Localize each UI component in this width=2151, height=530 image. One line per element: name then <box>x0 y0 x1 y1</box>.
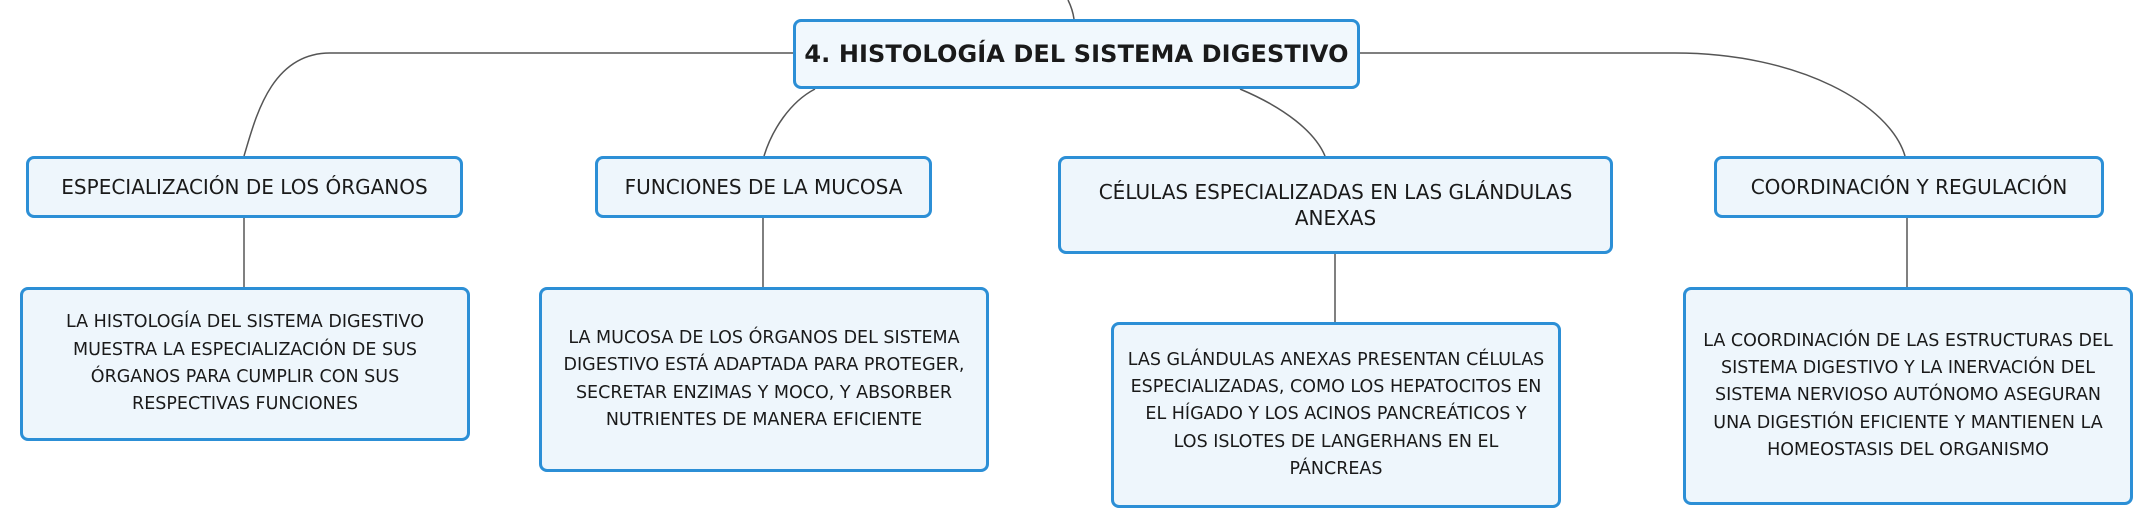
detail-node-especializacion[interactable]: LA HISTOLOGÍA DEL SISTEMA DIGESTIVO MUES… <box>20 287 470 441</box>
topic-label: ESPECIALIZACIÓN DE LOS ÓRGANOS <box>61 175 428 199</box>
connector-root-to-topic-1 <box>243 52 793 157</box>
central-topic-node[interactable]: 4. HISTOLOGÍA DEL SISTEMA DIGESTIVO <box>793 19 1360 89</box>
detail-node-funciones-mucosa[interactable]: LA MUCOSA DE LOS ÓRGANOS DEL SISTEMA DIG… <box>539 287 989 472</box>
connector-parent-to-root <box>1067 0 1075 20</box>
connector-root-to-topic-2 <box>763 88 816 157</box>
topic-node-celulas-especializadas[interactable]: CÉLULAS ESPECIALIZADAS EN LAS GLÁNDULAS … <box>1058 156 1613 254</box>
topic-node-funciones-mucosa[interactable]: FUNCIONES DE LA MUCOSA <box>595 156 932 218</box>
topic-label: CÉLULAS ESPECIALIZADAS EN LAS GLÁNDULAS … <box>1098 180 1573 230</box>
central-topic-label: 4. HISTOLOGÍA DEL SISTEMA DIGESTIVO <box>804 40 1349 68</box>
detail-text: LA MUCOSA DE LOS ÓRGANOS DEL SISTEMA DIG… <box>563 327 965 430</box>
topic-label: COORDINACIÓN Y REGULACIÓN <box>1750 175 2068 199</box>
detail-node-celulas-especializadas[interactable]: LAS GLÁNDULAS ANEXAS PRESENTAN CÉLULAS E… <box>1111 322 1561 508</box>
detail-node-coordinacion[interactable]: LA COORDINACIÓN DE LAS ESTRUCTURAS DEL S… <box>1683 287 2133 505</box>
topic-node-coordinacion[interactable]: COORDINACIÓN Y REGULACIÓN <box>1714 156 2104 218</box>
detail-text: LAS GLÁNDULAS ANEXAS PRESENTAN CÉLULAS E… <box>1127 349 1545 479</box>
topic-label: FUNCIONES DE LA MUCOSA <box>624 175 903 199</box>
connector-root-to-topic-3 <box>1239 88 1326 157</box>
detail-text: LA COORDINACIÓN DE LAS ESTRUCTURAS DEL S… <box>1703 330 2113 460</box>
detail-text: LA HISTOLOGÍA DEL SISTEMA DIGESTIVO MUES… <box>66 312 424 415</box>
topic-node-especializacion[interactable]: ESPECIALIZACIÓN DE LOS ÓRGANOS <box>26 156 463 218</box>
connector-root-to-topic-4 <box>1360 52 1906 157</box>
